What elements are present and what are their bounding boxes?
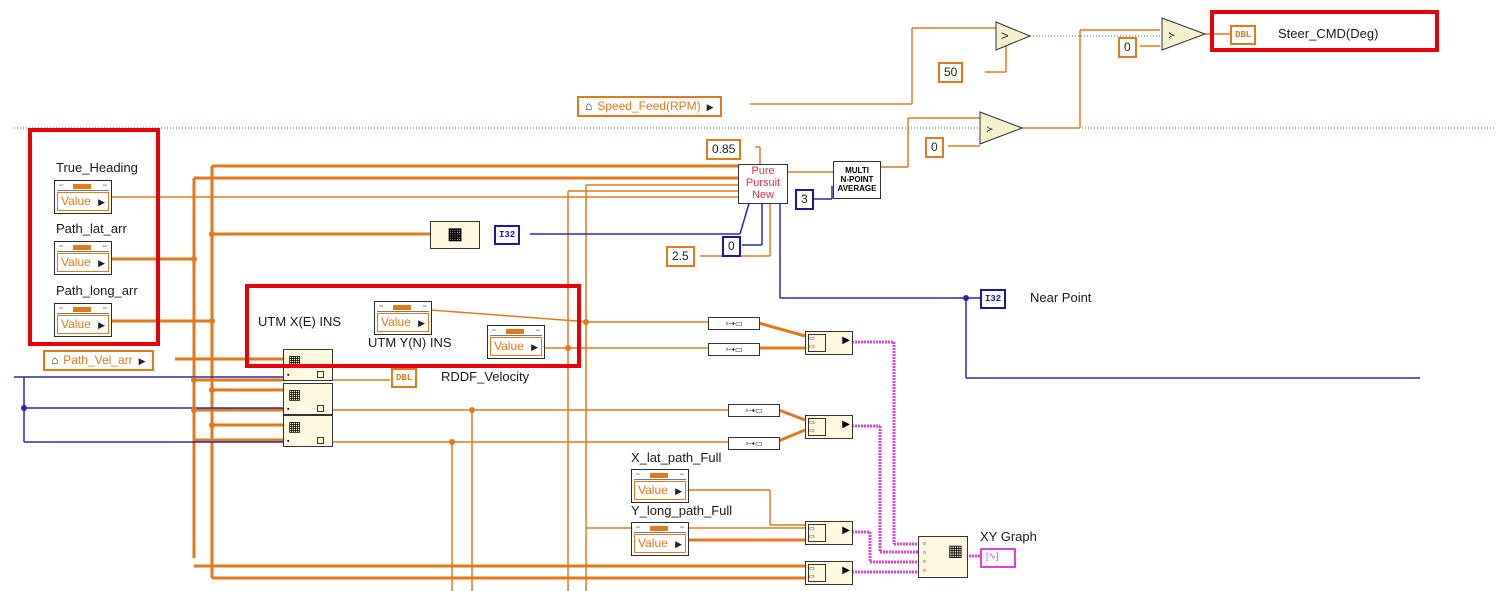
multi-avg-line-2: N-POINT [840,175,874,184]
svg-text:≻: ≻ [1168,30,1176,40]
x-lat-path-full-control[interactable]: ▫▫▫▫ Value▶ [631,469,689,503]
pure-pursuit-line-2: Pursuit [745,177,781,189]
arrow-right-icon: ▶ [706,102,714,112]
home-icon: ⌂ [585,99,593,113]
array-search-node[interactable]: ▦ [430,221,480,249]
bundle-node[interactable]: ▭▭▶ [805,331,853,355]
highlight-box-inputs [28,128,160,346]
bundle-node[interactable]: ▭▭▶ [805,415,853,439]
svg-text:≻: ≻ [986,124,994,134]
steer-cmd-terminal[interactable]: DBL [1230,25,1257,45]
path-long-arr-label: Path_long_arr [56,283,138,298]
path-lat-arr-control[interactable]: ▫▫▫▫ Value▶ [54,241,112,275]
to-cluster-node[interactable]: ▫⇢▭ [708,317,760,330]
highlight-box-utm [245,284,581,368]
home-icon: ⌂ [51,353,59,367]
grid-icon: ▦ [947,543,963,560]
true-heading-label: True_Heading [56,160,138,175]
path-vel-arr-label: Path_Vel_arr [63,353,133,367]
bundle-node[interactable]: ▭▭▶ [805,521,853,545]
to-cluster-node[interactable]: ▫⇢▭ [708,343,760,356]
grid-icon: ▦ [447,226,463,243]
rddf-velocity-terminal[interactable]: DBL [391,368,418,388]
to-cluster-node[interactable]: ▫⇢▭ [728,437,780,450]
y-long-path-full-value: Value [638,536,668,550]
utm-x-label: UTM X(E) INS [258,314,342,329]
path-long-arr-control[interactable]: ▫▫▫▫ Value▶ [54,303,112,337]
utm-x-control[interactable]: ▫▫▫▫ Value▶ [374,301,432,335]
utm-y-label: UTM Y(N) INS [368,335,452,350]
pure-pursuit-line-3: New [751,189,774,201]
near-point-label: Near Point [1030,290,1092,305]
xy-graph-terminal[interactable]: [∿] [980,548,1016,568]
build-array-node[interactable]: ▫▫▫▫ ▦ [918,536,968,578]
i32-mid-indicator[interactable]: I32 [494,225,521,245]
grid-icon: ▦ [288,386,302,402]
multi-avg-line-3: AVERAGE [837,184,877,193]
constant-3[interactable]: 3 [795,189,814,210]
greater-symbol: > [1001,28,1009,43]
graph-icon: [∿] [986,551,999,561]
grid-icon: ▦ [288,418,302,434]
x-lat-path-full-value: Value [638,483,668,497]
constant-2-5[interactable]: 2.5 [666,246,695,267]
pure-pursuit-subvi[interactable]: Pure Pursuit New [738,164,788,204]
constant-0-85[interactable]: 0.85 [706,139,742,160]
true-heading-value: Value [61,194,91,208]
multi-point-average-subvi[interactable]: MULTI N-POINT AVERAGE [833,161,881,199]
constant-0-mid[interactable]: 0 [925,137,944,158]
x-lat-path-full-label: X_lat_path_Full [631,450,722,465]
index-array-node[interactable]: ▦▪ [283,415,333,447]
to-cluster-node[interactable]: ▫⇢▭ [728,404,780,417]
highlight-box-steer [1210,10,1439,52]
index-array-node[interactable]: ▦▪ [283,383,333,415]
path-long-arr-value: Value [61,317,91,331]
y-long-path-full-label: Y_long_path_Full [631,503,733,518]
steer-cmd-label: Steer_CMD(Deg) [1278,26,1379,41]
y-long-path-full-control[interactable]: ▫▫▫▫ Value▶ [631,522,689,556]
constant-50[interactable]: 50 [938,62,964,83]
constant-0-top[interactable]: 0 [1118,37,1137,58]
multi-avg-line-1: MULTI [845,166,869,175]
utm-x-value: Value [381,315,411,329]
rddf-velocity-label: RDDF_Velocity [441,369,530,384]
pure-pursuit-line-1: Pure [751,165,775,177]
bundle-node[interactable]: ▭▭▶ [805,561,853,585]
arrow-right-icon: ▶ [138,356,146,366]
constant-0-blue[interactable]: 0 [722,236,741,257]
speed-feed-global[interactable]: ⌂ Speed_Feed(RPM) ▶ [577,96,722,117]
utm-y-value: Value [494,339,524,353]
path-lat-arr-value: Value [61,255,91,269]
path-lat-arr-label: Path_lat_arr [56,221,127,236]
xy-graph-label: XY Graph [980,529,1037,544]
path-vel-arr-global[interactable]: ⌂ Path_Vel_arr ▶ [43,350,154,371]
utm-y-control[interactable]: ▫▫▫▫ Value▶ [487,325,545,359]
near-point-terminal[interactable]: I32 [980,289,1007,309]
speed-feed-label: Speed_Feed(RPM) [597,99,701,113]
true-heading-control[interactable]: ▫▫▫▫ Value▶ [54,180,112,214]
